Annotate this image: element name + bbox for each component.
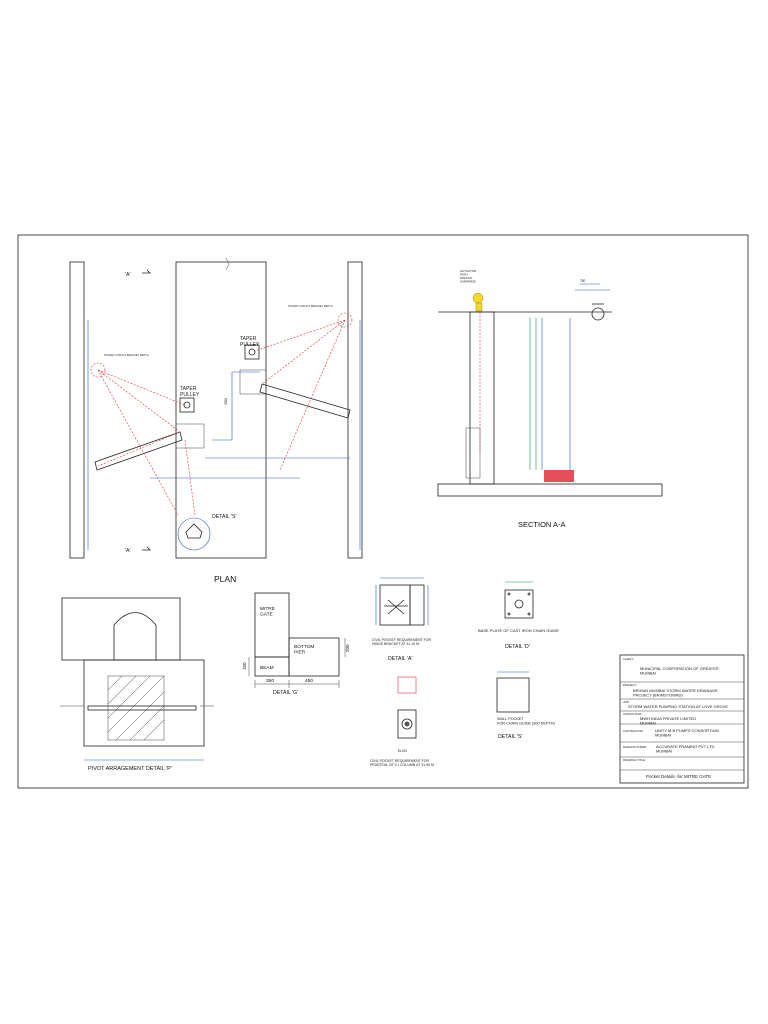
bottom-pier-block	[288, 637, 340, 677]
section-sill-red	[544, 470, 574, 482]
wall-pocket	[496, 677, 530, 713]
sheet-border	[17, 234, 749, 789]
actuator-icon	[472, 292, 484, 304]
detail-a-title: DETAIL 'A'	[388, 656, 412, 662]
pulley-circle	[591, 307, 605, 321]
consultant-label: CONSULTANT:	[623, 712, 642, 716]
taper-pulley-right	[244, 344, 260, 360]
gate-guide-green	[529, 318, 537, 470]
plan-center-pier	[175, 261, 267, 559]
detail-d-title: DETAIL 'D'	[505, 644, 530, 650]
dim-200: 200	[345, 644, 350, 652]
detail-d-caption: BASE PLATE OF CAST IRON CHAIN GUIDE	[478, 628, 559, 633]
detail-s-callout: DETAIL 'S'	[212, 514, 236, 520]
plan-left-wall	[69, 261, 85, 559]
pivot-title: PIVOT ARRAGEMENT DETAIL 'P'	[88, 766, 172, 772]
base-plate	[504, 589, 534, 619]
pedestal-label: ELVN	[398, 749, 407, 753]
job-label: JOB:	[623, 700, 629, 704]
contractor-label: CONTRACTOR:	[623, 729, 644, 733]
title-block: CLIENT: MUNICIPAL CORPORATION OF GREATER…	[619, 654, 745, 784]
dim-3000: 3000	[224, 398, 228, 405]
detail-d: BASE PLATE OF CAST IRON CHAIN GUIDE DETA…	[478, 581, 559, 650]
job-value: STORM WATER PUMPING STATION AT LOVE GROV…	[628, 704, 728, 709]
pocket-note-right: POCKET FOR M.S.BRACKET DEPTH	[288, 304, 333, 308]
section-pier	[469, 311, 495, 485]
dim-350: 350	[266, 678, 274, 684]
pocket-right	[337, 312, 353, 328]
pivot-hatched-block	[107, 675, 165, 741]
plan-right-wall	[347, 261, 363, 559]
section-dim-top: 750	[580, 279, 586, 283]
dim-150: 150	[242, 662, 247, 670]
gate-leaf-right	[259, 383, 351, 419]
plan-title: PLAN	[214, 574, 236, 584]
section-marker-top: 'A'	[125, 272, 130, 278]
mitre-gate-block	[254, 592, 290, 658]
section-floor-slab	[437, 483, 663, 497]
project-label: PROJECT:	[623, 683, 637, 687]
taper-pulley-left	[179, 397, 195, 413]
manufacturer-label: MANUFACTURER:	[623, 745, 647, 749]
drawing-title-value: Pocket Details -for MITRE GATE	[646, 774, 711, 779]
drawing-title-label: DRAWING TITLE:	[623, 758, 646, 762]
detail-g-title: DETAIL 'G'	[273, 690, 298, 696]
pocket-left	[90, 362, 106, 378]
pivot-detail: PIVOT ARRAGEMENT DETAIL 'P'	[60, 597, 214, 772]
dim-450: 450	[305, 678, 313, 684]
pocket-note-left: POCKET FOR M.S.BRACKET DEPTH	[104, 353, 149, 357]
gate-leaf-left	[94, 431, 183, 471]
beam-label: BEAM	[260, 665, 274, 671]
hinge-bracket-icon	[384, 599, 408, 615]
chain-lines	[97, 319, 346, 516]
section-marker-bottom: 'A'	[125, 548, 130, 554]
pivot-pin-head	[113, 612, 157, 661]
client-label: CLIENT:	[623, 657, 634, 661]
section-title: SECTION A-A	[518, 520, 566, 529]
detail-s-title: DETAIL 'S'	[498, 734, 522, 740]
detail-s-circle	[177, 517, 211, 551]
